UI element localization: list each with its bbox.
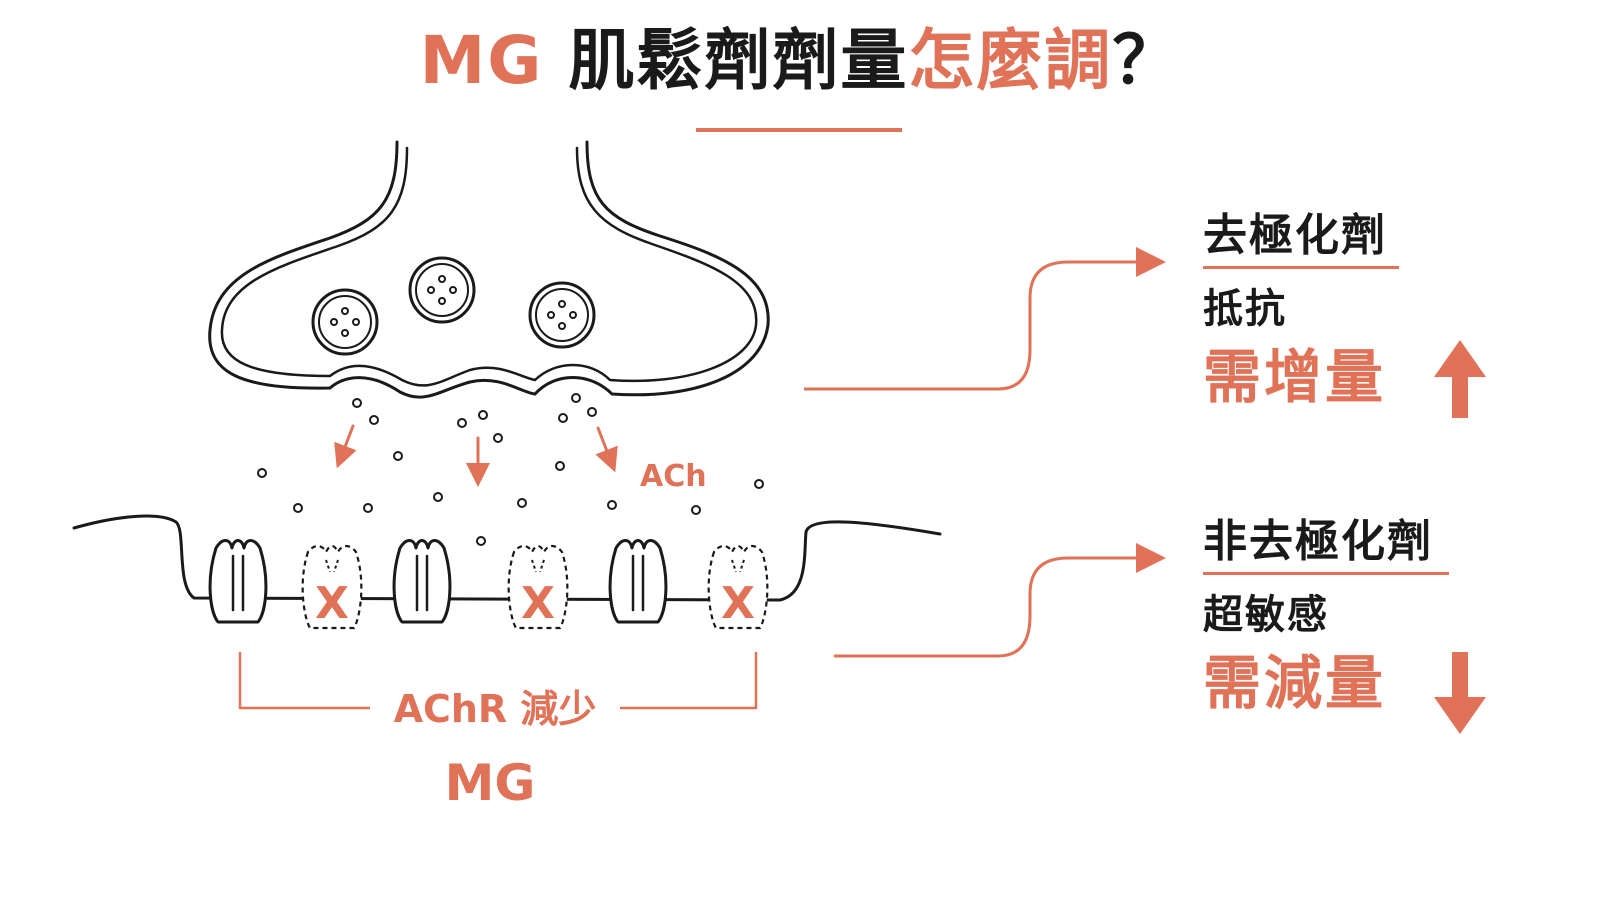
non-depolarizing-dose: 需減量 (1203, 649, 1387, 717)
missing-receptor-x-mark: X (721, 578, 755, 629)
achr-receptor (208, 539, 268, 624)
non-depolarizing-connector-arrow (834, 543, 1166, 658)
missing-receptor-x-mark: X (315, 578, 349, 629)
page-title: MG 肌鬆劑劑量怎麼調？ (0, 28, 1600, 94)
synaptic-vesicle (528, 281, 596, 349)
missing-achr-receptor: X (707, 544, 769, 630)
depolarizing-title-underline (1203, 266, 1399, 269)
ach-release-arrows (334, 424, 618, 487)
missing-receptor-x-mark: X (521, 578, 555, 629)
depolarizing-connector-arrow (804, 247, 1166, 391)
non-depolarizing-title: 非去極化劑 (1203, 516, 1433, 567)
presynaptic-terminal-outline (208, 140, 770, 399)
title-how-adjust: 怎麼調 (908, 22, 1113, 99)
title-mg: MG (419, 22, 569, 99)
title-underline (696, 128, 902, 132)
title-muscle-relaxant-dose: 肌鬆劑劑量 (568, 22, 909, 99)
achr-receptor (608, 539, 668, 624)
presynaptic-terminal-inner (220, 146, 758, 387)
synaptic-vesicle (311, 288, 379, 356)
mg-label: MG (444, 754, 536, 812)
depolarizing-panel: 去極化劑 抵抗 需增量 (1203, 208, 1503, 411)
dose-up-arrow-icon (1434, 340, 1486, 418)
dose-down-arrow-icon (1434, 652, 1486, 734)
non-depolarizing-effect: 超敏感 (1203, 592, 1329, 638)
title-question-mark: ？ (1112, 22, 1181, 99)
ach-molecules (257, 393, 764, 546)
depolarizing-effect: 抵抗 (1203, 286, 1287, 332)
achr-receptor (392, 539, 452, 624)
synaptic-vesicle (408, 256, 476, 324)
missing-achr-receptor: X (507, 544, 569, 630)
depolarizing-dose: 需增量 (1203, 343, 1387, 411)
non-depolarizing-panel: 非去極化劑 超敏感 需減量 (1203, 514, 1503, 717)
postsynaptic-membrane (72, 514, 942, 602)
ach-label: ACh (640, 459, 707, 494)
non-depolarizing-title-underline (1203, 572, 1449, 575)
achr-reduced-label: AChR 減少 (370, 686, 620, 732)
depolarizing-title: 去極化劑 (1203, 210, 1387, 261)
missing-achr-receptor: X (301, 544, 363, 630)
